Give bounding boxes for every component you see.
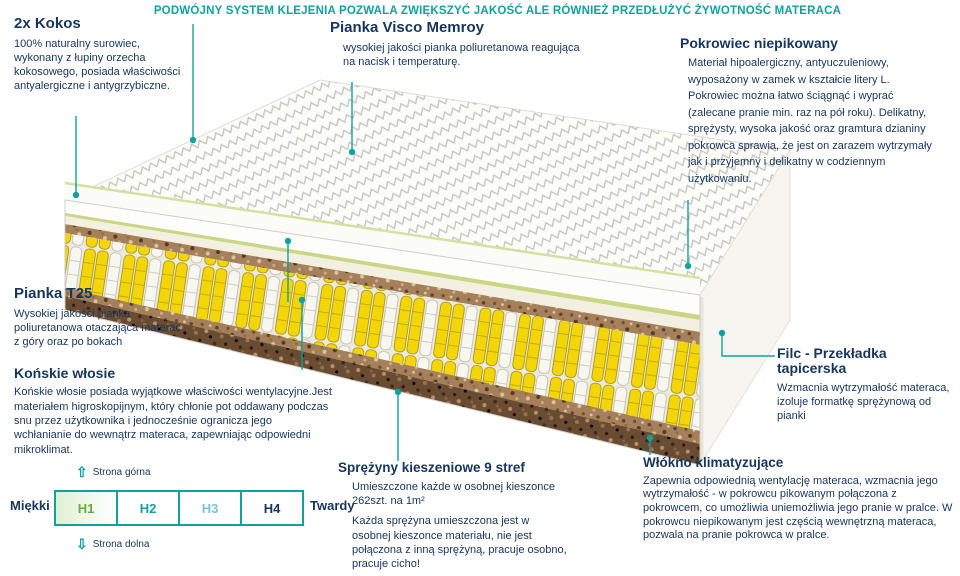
hardness-cell-h1: H1 (56, 492, 118, 524)
annotation-t25-body: Wysokiej jakości pianka poliuretanowa ot… (14, 307, 181, 349)
annotation-sprezyny: Sprężyny kieszeniowe 9 stref Umieszczone… (338, 460, 578, 576)
annotation-kokos-title: 2x Kokos (14, 15, 81, 32)
annotation-sprezyny-title: Sprężyny kieszeniowe 9 stref (338, 460, 525, 475)
annotation-kokos-body: 100% naturalny surowiec, wykonany z łupi… (14, 37, 181, 93)
hardness-label-h1: H1 (77, 500, 95, 516)
annotation-sprezyny-body2: Każda sprężyna umieszczona jest w osobne… (352, 515, 567, 571)
annotation-kokos: 2x Kokos 100% naturalny surowiec, wykona… (14, 15, 190, 94)
annotation-wlokno-title: Włókno klimatyzujące (643, 455, 784, 470)
page-title: PODWÓJNY SYSTEM KLEJENIA POZWALA ZWIĘKSZ… (153, 5, 842, 17)
annotation-filc-title: Filc - Przekładka tapicerska (777, 345, 887, 377)
layer-coconut-top (65, 224, 700, 345)
annotation-wlokno: Włókno klimatyzujące Zapewnia odpowiedni… (643, 455, 960, 543)
leader-filc (721, 333, 775, 357)
annotation-visco-body: wysokiej jakości pianka poliuretanowa re… (343, 41, 580, 68)
annotation-wlokno-body: Zapewnia odpowiednią wentylację materaca… (643, 474, 953, 542)
mattress-front-face (64, 199, 701, 466)
layer-foam-t25 (65, 200, 700, 315)
hardness-cell-h3: H3 (180, 492, 242, 524)
annotation-t25-title: Pianka T25 (14, 285, 93, 302)
annotation-wlosie: Końskie włosie Końskie włosie posiada wy… (14, 365, 332, 457)
arrow-up-icon: ⇧ (76, 464, 88, 480)
layer-coconut-bottom (65, 288, 700, 444)
annotation-visco: Pianka Visco Memroy wysokiej jakości pia… (330, 19, 590, 69)
layer-felt (65, 216, 700, 332)
hardness-scale: H1 H2 H3 H4 (54, 490, 304, 526)
hardness-label-h3: H3 (201, 500, 219, 516)
bottom-side-label: Strona dolna (92, 538, 150, 550)
annotation-wlosie-body: Końskie włosie posiada wyjątkowe właściw… (14, 386, 332, 456)
top-side-label: Strona górna (92, 466, 151, 478)
mattress-top-face (63, 79, 791, 296)
bottom-side-note: ⇩ Strona dolna (76, 537, 149, 551)
annotation-t25: Pianka T25 Wysokiej jakości pianka poliu… (14, 285, 186, 349)
annotation-filc: Filc - Przekładka tapicerska Wzmacnia wy… (777, 345, 955, 424)
annotation-visco-title: Pianka Visco Memroy (330, 19, 484, 36)
soft-label: Miękki (10, 498, 50, 513)
annotation-pokrowiec: Pokrowiec niepikowany Materiał hipoalerg… (680, 35, 942, 187)
annotation-wlosie-title: Końskie włosie (14, 365, 116, 381)
arrow-down-icon: ⇩ (76, 536, 88, 552)
leader-lines (75, 24, 775, 461)
hardness-cell-h4: H4 (242, 492, 302, 524)
hardness-label-h2: H2 (139, 500, 157, 516)
hard-label: Twardy (310, 498, 355, 513)
annotation-pokrowiec-title: Pokrowiec niepikowany (680, 35, 838, 51)
hardness-label-h4: H4 (263, 500, 281, 516)
layer-green-glue (65, 213, 700, 320)
annotation-pokrowiec-body: Materiał hipoalergiczny, antyuczuleniowy… (688, 57, 932, 185)
layer-base (65, 296, 700, 465)
leader-dots (72, 136, 726, 442)
annotation-filc-body: Wzmacnia wytrzymałość materaca, izoluje … (777, 381, 950, 423)
hardness-cell-h2: H2 (118, 492, 180, 524)
annotation-sprezyny-body1: Umieszczone każde w osobnej kieszonce 26… (352, 480, 555, 508)
layer-pocket-springs (65, 233, 700, 431)
top-side-note: ⇧ Strona górna (76, 465, 151, 479)
